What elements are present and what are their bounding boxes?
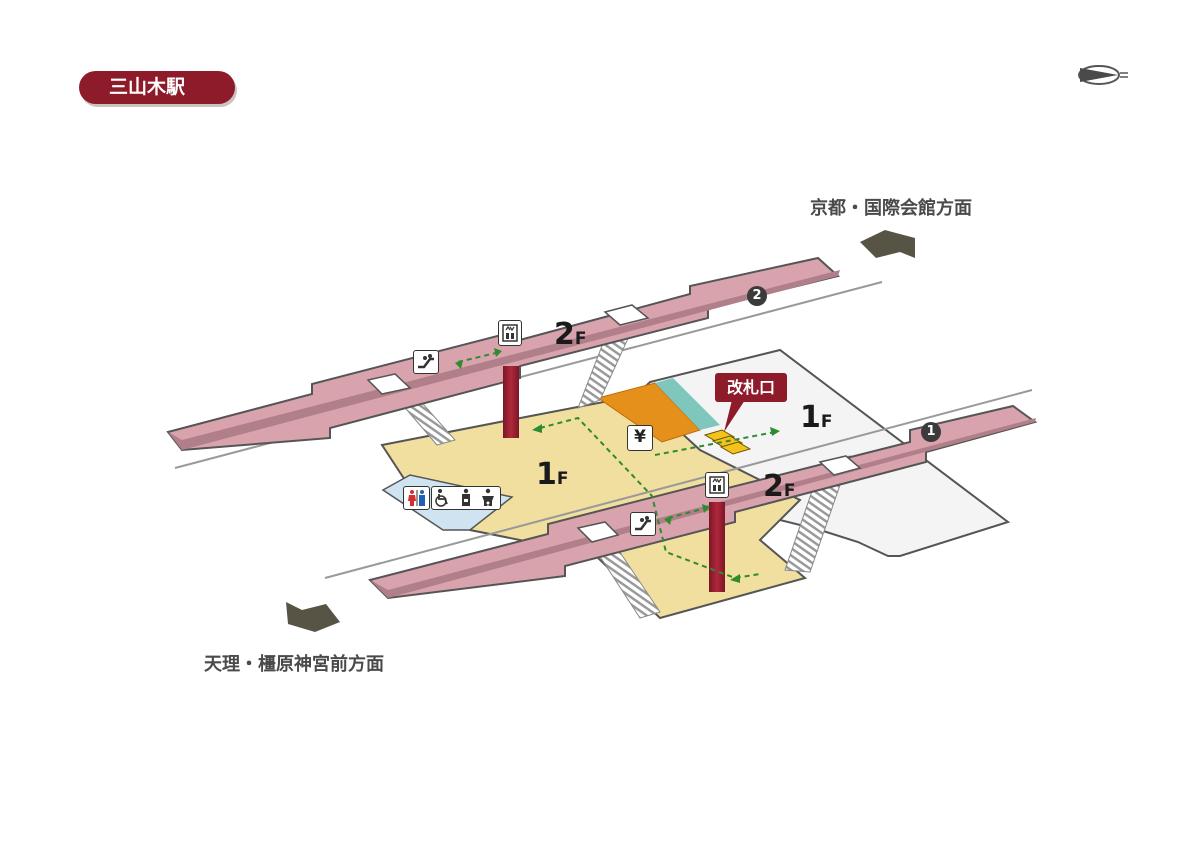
escalator-icon <box>630 512 656 536</box>
platform-lower-opening-right <box>818 455 862 476</box>
exit-2-badge: 2 <box>747 286 767 306</box>
elevator-column-lower <box>709 502 725 592</box>
platform-2f-upper-edge <box>168 270 840 450</box>
floor-suffix: F <box>783 481 796 501</box>
floor-suffix: F <box>556 469 569 489</box>
elevator-icon <box>498 320 522 346</box>
exit-1-badge: 1 <box>921 422 941 442</box>
ticket-machine-icon: ¥ <box>627 425 653 451</box>
direction-north-label: 京都・国際会館方面 <box>810 198 972 219</box>
gate-callout-pointer <box>724 400 745 432</box>
floor-label-2f-upper: 2F <box>554 320 587 350</box>
arrow-north-icon <box>860 230 915 258</box>
floor-label-1f-concourse: 1F <box>536 460 569 490</box>
ticket-gate-label: 改札口 <box>715 373 787 402</box>
escalator-icon <box>413 350 439 374</box>
elevator-column-upper <box>503 366 519 438</box>
elevator-icon <box>705 472 729 498</box>
platform-lower-opening-left <box>576 521 620 543</box>
floor-number: 2 <box>763 469 784 504</box>
station-name: 三山木駅 <box>79 71 235 104</box>
floor-number: 2 <box>554 317 575 352</box>
teal-area <box>655 378 720 430</box>
accessible-facilities <box>431 486 501 510</box>
route-arrowheads <box>455 348 780 583</box>
floor-label-1f-outside: 1F <box>800 403 833 433</box>
platform-upper-opening-right <box>603 304 650 326</box>
platform-upper-opening-left <box>366 373 412 395</box>
arrow-south-icon <box>286 602 340 632</box>
floor-suffix: F <box>574 329 587 349</box>
floor-number: 1 <box>536 457 557 492</box>
baby-icon <box>482 488 494 506</box>
direction-south-label: 天理・橿原神宮前方面 <box>204 654 384 675</box>
toilet-icon <box>403 486 430 510</box>
wheelchair-icon <box>435 489 448 507</box>
ostomate-icon <box>462 488 470 506</box>
floor-label-2f-lower: 2F <box>763 472 796 502</box>
floor-number: 1 <box>800 400 821 435</box>
compass-icon <box>1078 65 1128 85</box>
floor-suffix: F <box>820 412 833 432</box>
track-line-lower <box>324 389 1033 579</box>
